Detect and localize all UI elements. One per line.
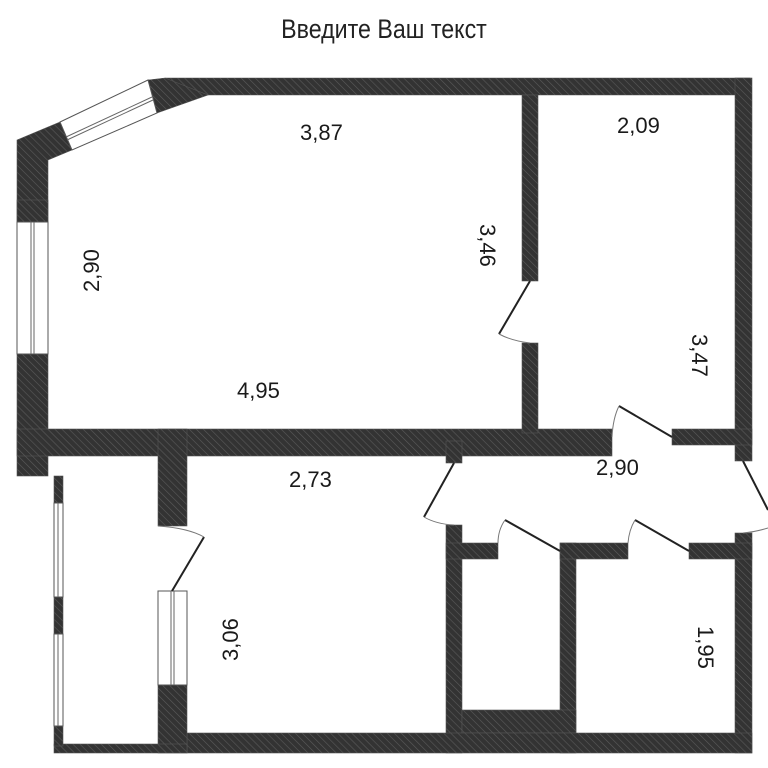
wall-right-lower	[734, 532, 753, 754]
dim-living-left: 2,90	[79, 249, 104, 292]
wall-bathroom-top-right	[688, 542, 753, 560]
wall-balcony-left-mid	[53, 596, 64, 635]
walls	[16, 77, 753, 754]
door-bathroom	[627, 519, 690, 552]
dim-living-top: 3,87	[300, 120, 343, 145]
door-kitchen-hall	[423, 462, 455, 526]
wall-balcony-corner	[157, 684, 188, 754]
dim-living-right: 3,46	[475, 224, 500, 267]
wall-left-upper	[16, 199, 49, 223]
door-living-bedroom	[498, 280, 531, 344]
wall-balcony-left-top	[53, 475, 64, 504]
wall-hall-stub	[445, 440, 463, 464]
wall-left-lower	[16, 353, 49, 477]
window-balcony-lower	[53, 633, 64, 727]
wall-middle-horizontal	[16, 428, 613, 457]
wall-partition-upper	[521, 94, 539, 282]
dimension-labels: 3,87 2,90 3,46 4,95 2,09 3,47 2,90 2,73 …	[79, 113, 718, 669]
wall-bathroom-top-left	[559, 542, 629, 560]
door-kitchen-balcony	[157, 525, 205, 592]
door-bedroom	[611, 405, 673, 438]
dim-living-bottom: 4,95	[237, 378, 280, 403]
dim-bedroom-right: 3,47	[687, 334, 712, 377]
wall-kitchen-corner	[157, 428, 188, 527]
dim-kitchen-left: 3,06	[218, 618, 243, 661]
wall-right-upper	[734, 77, 753, 462]
wall-top	[157, 77, 751, 99]
dim-bathroom-right: 1,95	[693, 626, 718, 669]
wall-toilet-top	[445, 542, 499, 560]
window-diagonal	[59, 79, 158, 151]
doors	[157, 280, 768, 592]
dim-hall: 2,90	[596, 455, 639, 480]
wall-balcony-left-bottom	[53, 725, 64, 747]
wall-bottom	[186, 732, 753, 754]
wall-bedroom-bottom-right	[671, 428, 753, 446]
window-left	[16, 221, 49, 355]
window-kitchen-balcony	[157, 590, 188, 686]
plan-title: Введите Ваш текст	[281, 14, 487, 44]
door-entrance	[742, 460, 768, 534]
wall-partition-lower	[521, 342, 539, 434]
wall-balcony-bottom	[53, 743, 188, 754]
door-toilet	[497, 519, 561, 552]
window-balcony-upper	[53, 502, 64, 598]
dim-kitchen-top: 2,73	[289, 467, 332, 492]
wall-toilet-bottom	[461, 709, 577, 734]
windows	[16, 79, 188, 727]
dim-bedroom-top: 2,09	[617, 113, 660, 138]
